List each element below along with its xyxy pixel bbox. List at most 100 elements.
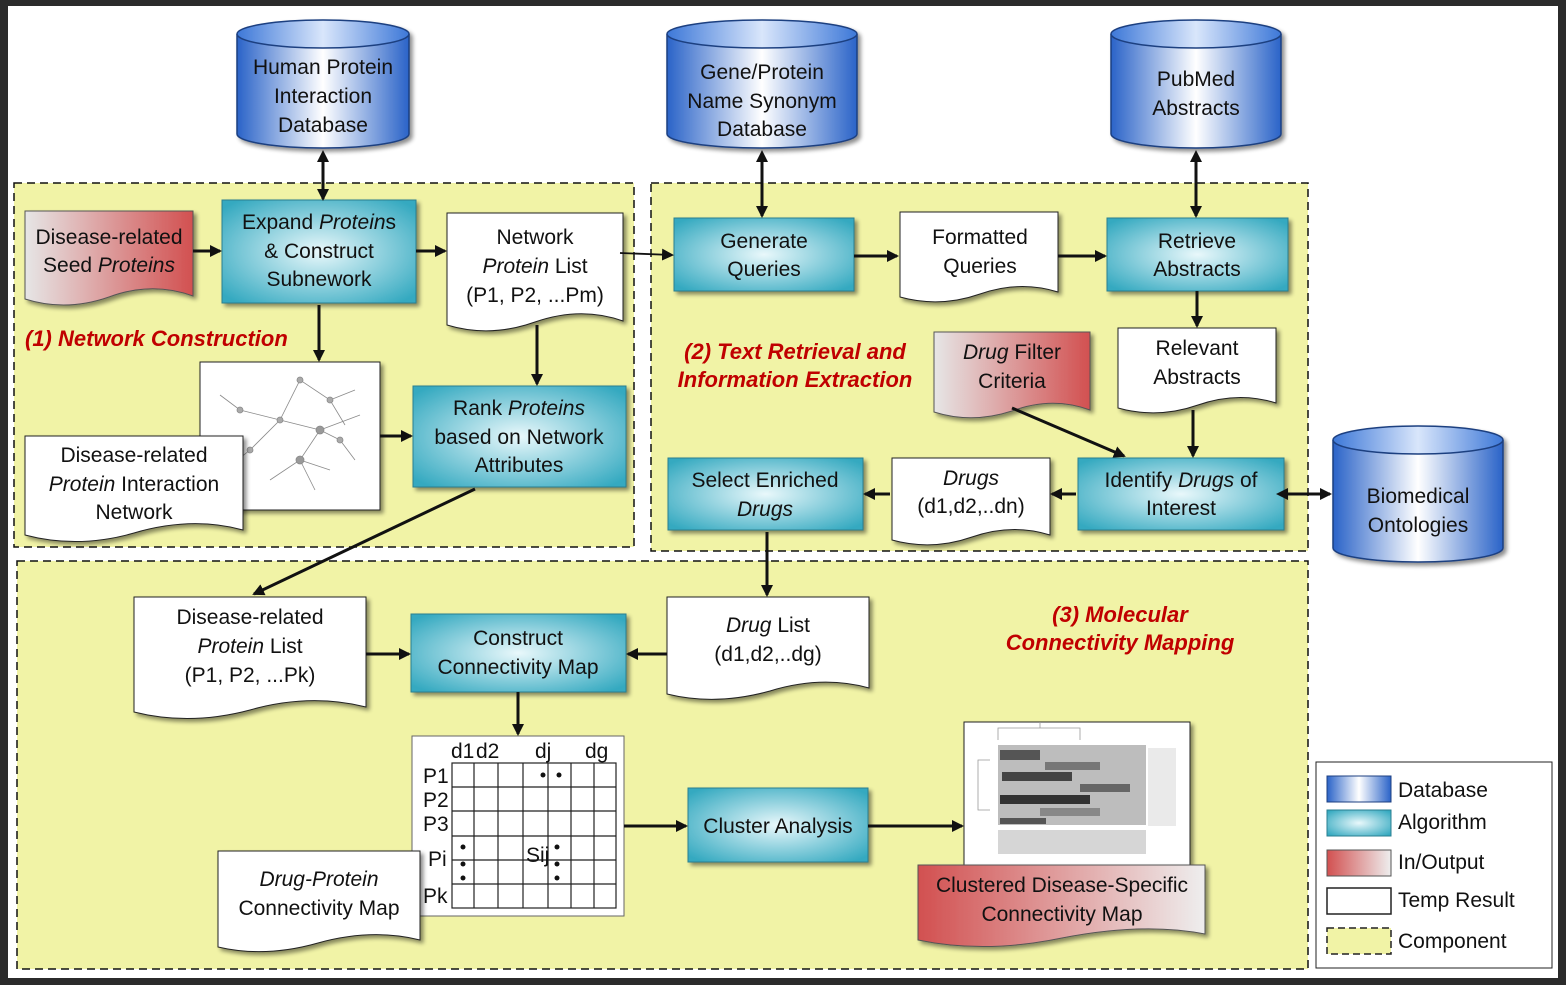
temp-network-list-line1: Network <box>496 226 574 249</box>
matrix-row-pi: Pi <box>428 848 447 871</box>
temp-drug-list-line2: (d1,d2,..dg) <box>714 643 821 666</box>
temp-disease-protein-list <box>133 596 367 720</box>
arrows <box>193 150 1332 832</box>
alg-rank-line3: Attributes <box>475 454 564 477</box>
temp-pin-line1: Disease-related <box>60 444 207 467</box>
matrix-col-dg: dg <box>585 740 608 763</box>
database-gene-protein-synonym <box>666 19 858 149</box>
legend-io: In/Output <box>1398 851 1485 874</box>
io-drug-filter-line2: Criteria <box>978 370 1046 393</box>
temp-drug-list-line1: Drug List <box>726 614 810 637</box>
matrix-row-p3: P3 <box>423 813 449 836</box>
matrix-col-d1: d1 <box>451 740 474 763</box>
io-drug-filter-criteria <box>933 331 1091 419</box>
temp-network-list-line2: Protein List <box>482 255 587 278</box>
io-clustered-line1: Clustered Disease-Specific <box>936 874 1188 897</box>
temp-relevant-line2: Abstracts <box>1153 366 1241 389</box>
matrix-col-dj: dj <box>535 740 551 763</box>
alg-expand-line2: & Construct <box>264 240 374 263</box>
db-pubmed-line1: PubMed <box>1157 68 1235 91</box>
legend-swatch-temp <box>1326 887 1392 915</box>
io-seed-line2: Seed Proteins <box>43 254 175 277</box>
temp-protein-list-line3: (P1, P2, ...Pk) <box>185 664 316 687</box>
alg-expand-line3: Subnework <box>266 268 372 291</box>
db-hpid-line3: Database <box>278 114 368 137</box>
temp-drug-protein-map <box>217 850 421 953</box>
db-hpid-line2: Interaction <box>274 85 372 108</box>
matrix-col-d2: d2 <box>476 740 499 763</box>
temp-protein-list-line1: Disease-related <box>176 606 323 629</box>
algorithm-expand-proteins <box>221 199 417 304</box>
temp-drugs <box>891 457 1051 546</box>
temp-drug-list <box>666 596 870 700</box>
component-title-3-line2: Connectivity Mapping <box>1006 630 1235 655</box>
algorithm-select-drugs <box>667 457 864 531</box>
io-seed-proteins <box>24 210 194 306</box>
io-clustered-line2: Connectivity Map <box>981 903 1142 926</box>
alg-construct-line1: Construct <box>473 627 563 650</box>
db-pubmed-line2: Abstracts <box>1152 97 1240 120</box>
temp-dp-map-line2: Connectivity Map <box>238 897 399 920</box>
arrow-networklist-generate <box>619 248 674 261</box>
matrix-cell-sij: Sij <box>526 844 549 867</box>
db-synonym-line1: Gene/Protein <box>700 61 824 84</box>
alg-retrieve-line1: Retrieve <box>1158 230 1236 253</box>
db-ontologies-line2: Ontologies <box>1368 514 1468 537</box>
alg-identify-line1: Identify Drugs of <box>1105 469 1258 492</box>
temp-pin-line3: Network <box>95 501 173 524</box>
arrow-rank-proteinlist <box>252 487 476 596</box>
component-title-3-line1: (3) Molecular <box>1052 602 1189 627</box>
legend-swatch-database <box>1326 775 1392 803</box>
alg-rank-line2: based on Network <box>434 426 604 449</box>
temp-network-protein-list <box>446 212 624 332</box>
algorithm-construct-map <box>410 613 627 693</box>
temp-dp-map-line1: Drug-Protein <box>259 868 378 891</box>
alg-generate-line2: Queries <box>727 258 801 281</box>
component-title-2-line1: (2) Text Retrieval and <box>684 339 906 364</box>
db-synonym-line2: Name Synonym <box>687 90 836 113</box>
db-hpid-line1: Human Protein <box>253 56 393 79</box>
matrix-row-p1: P1 <box>423 765 449 788</box>
matrix-grid <box>451 762 617 909</box>
algorithm-identify-drugs <box>1077 457 1285 531</box>
db-ontologies-line1: Biomedical <box>1367 485 1470 508</box>
legend-component: Component <box>1398 930 1507 953</box>
legend-swatch-algorithm <box>1326 809 1392 837</box>
temp-relevant-abstracts <box>1117 327 1277 414</box>
legend-database: Database <box>1398 779 1488 802</box>
component-title-2-line2: Information Extraction <box>678 367 913 392</box>
database-biomedical-ontologies <box>1332 425 1504 563</box>
matrix-dots <box>460 772 562 881</box>
legend-swatch-io <box>1326 849 1392 877</box>
alg-identify-line2: Interest <box>1146 497 1216 520</box>
temp-drugs-line1: Drugs <box>943 467 1000 490</box>
temp-protein-interaction-network <box>24 435 244 543</box>
alg-construct-line2: Connectivity Map <box>437 656 598 679</box>
algorithm-generate-queries <box>673 217 855 292</box>
alg-select-line1: Select Enriched <box>691 469 838 492</box>
alg-cluster-label: Cluster Analysis <box>703 815 852 838</box>
db-synonym-line3: Database <box>717 118 807 141</box>
io-drug-filter-line1: Drug Filter <box>963 341 1061 364</box>
matrix-row-pk: Pk <box>423 885 448 908</box>
temp-relevant-line1: Relevant <box>1156 337 1239 360</box>
alg-generate-line1: Generate <box>720 230 808 253</box>
temp-protein-list-line2: Protein List <box>197 635 302 658</box>
legend-temp: Temp Result <box>1398 889 1515 912</box>
database-human-protein-interaction <box>236 19 410 149</box>
arrow-filter-identify <box>1011 406 1126 458</box>
temp-pin-line2: Protein Interaction <box>49 473 219 496</box>
alg-rank-line1: Rank Proteins <box>453 397 585 420</box>
component-title-1: (1) Network Construction <box>25 326 288 351</box>
temp-network-list-line3: (P1, P2, ...Pm) <box>466 284 604 307</box>
io-clustered-map <box>917 864 1206 948</box>
alg-retrieve-line2: Abstracts <box>1153 258 1241 281</box>
temp-drugs-line2: (d1,d2,..dn) <box>917 495 1024 518</box>
database-pubmed <box>1110 19 1282 149</box>
algorithm-cluster-analysis <box>687 787 869 863</box>
algorithm-rank-proteins <box>412 385 627 488</box>
alg-select-line2: Drugs <box>737 498 794 521</box>
temp-formatted-queries <box>899 211 1059 303</box>
temp-formatted-line2: Queries <box>943 255 1017 278</box>
